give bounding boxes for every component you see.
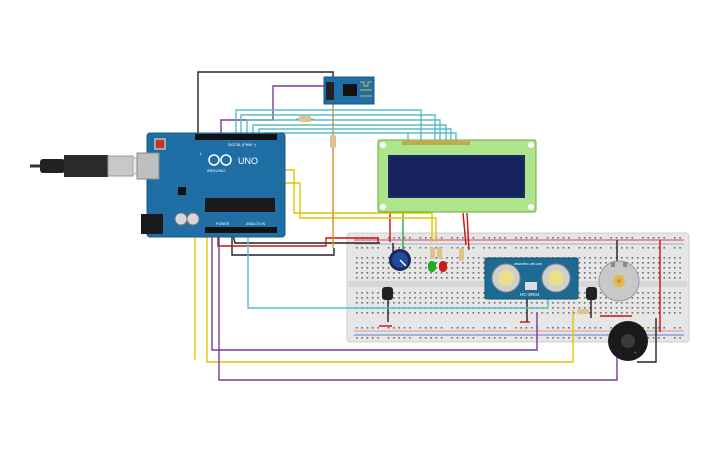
wire-black <box>232 234 380 244</box>
wire-purple <box>218 234 618 381</box>
wire-purple <box>211 137 538 351</box>
ultrasonic-sensor[interactable]: www.elec-cle.com HC-SR04 <box>484 257 579 300</box>
usb-cable-icon <box>30 155 150 177</box>
resistor[interactable] <box>459 248 464 261</box>
microcontroller-chip <box>205 198 275 212</box>
digital-header-label: DIGITAL (PWM ~) <box>228 143 256 147</box>
wire-cyan <box>246 119 441 142</box>
dc-motor-icon[interactable] <box>598 260 640 302</box>
analog-header-label: ANALOG IN <box>246 222 266 226</box>
transistor[interactable] <box>382 287 393 300</box>
wire-black <box>231 235 335 256</box>
resistor[interactable] <box>437 247 442 259</box>
wire-yellow <box>275 169 433 242</box>
board-brand-label: ARDUINO <box>207 168 225 173</box>
reset-button[interactable] <box>154 138 166 150</box>
led-red[interactable] <box>439 261 447 272</box>
resistor[interactable] <box>330 132 336 152</box>
transistor[interactable] <box>586 287 597 300</box>
board-model-label: UNO <box>238 156 258 166</box>
wire-red <box>466 212 470 251</box>
resistor[interactable] <box>577 309 589 314</box>
resistor[interactable] <box>430 247 435 259</box>
wire-red <box>462 212 467 246</box>
potentiometer-icon[interactable] <box>389 249 411 271</box>
wire-red <box>217 234 379 247</box>
lcd-icon[interactable] <box>377 139 537 213</box>
ultrasonic-site-label: www.elec-cle.com <box>514 262 542 266</box>
power-header-label: POWER <box>216 222 230 226</box>
svg-text:+: + <box>634 350 637 355</box>
arduino-logo <box>208 154 232 166</box>
svg-text:-: - <box>620 350 622 355</box>
resistor[interactable] <box>296 116 314 122</box>
wire-cyan <box>235 109 422 142</box>
led-green[interactable] <box>428 261 436 272</box>
arduino-uno-board[interactable]: UNO ARDUINO DIGITAL (PWM ~) POWER ANALOG… <box>136 132 286 238</box>
wire-yellow <box>206 137 574 363</box>
piezo-buzzer-icon[interactable]: - + <box>608 321 648 361</box>
wire-black <box>197 71 334 138</box>
ultrasonic-model-label: HC-SR04 <box>520 292 540 297</box>
wifi-module-icon[interactable] <box>323 76 375 105</box>
led-l-label: L <box>200 151 203 156</box>
wire-yellow <box>283 182 437 242</box>
wire-black <box>637 318 657 363</box>
